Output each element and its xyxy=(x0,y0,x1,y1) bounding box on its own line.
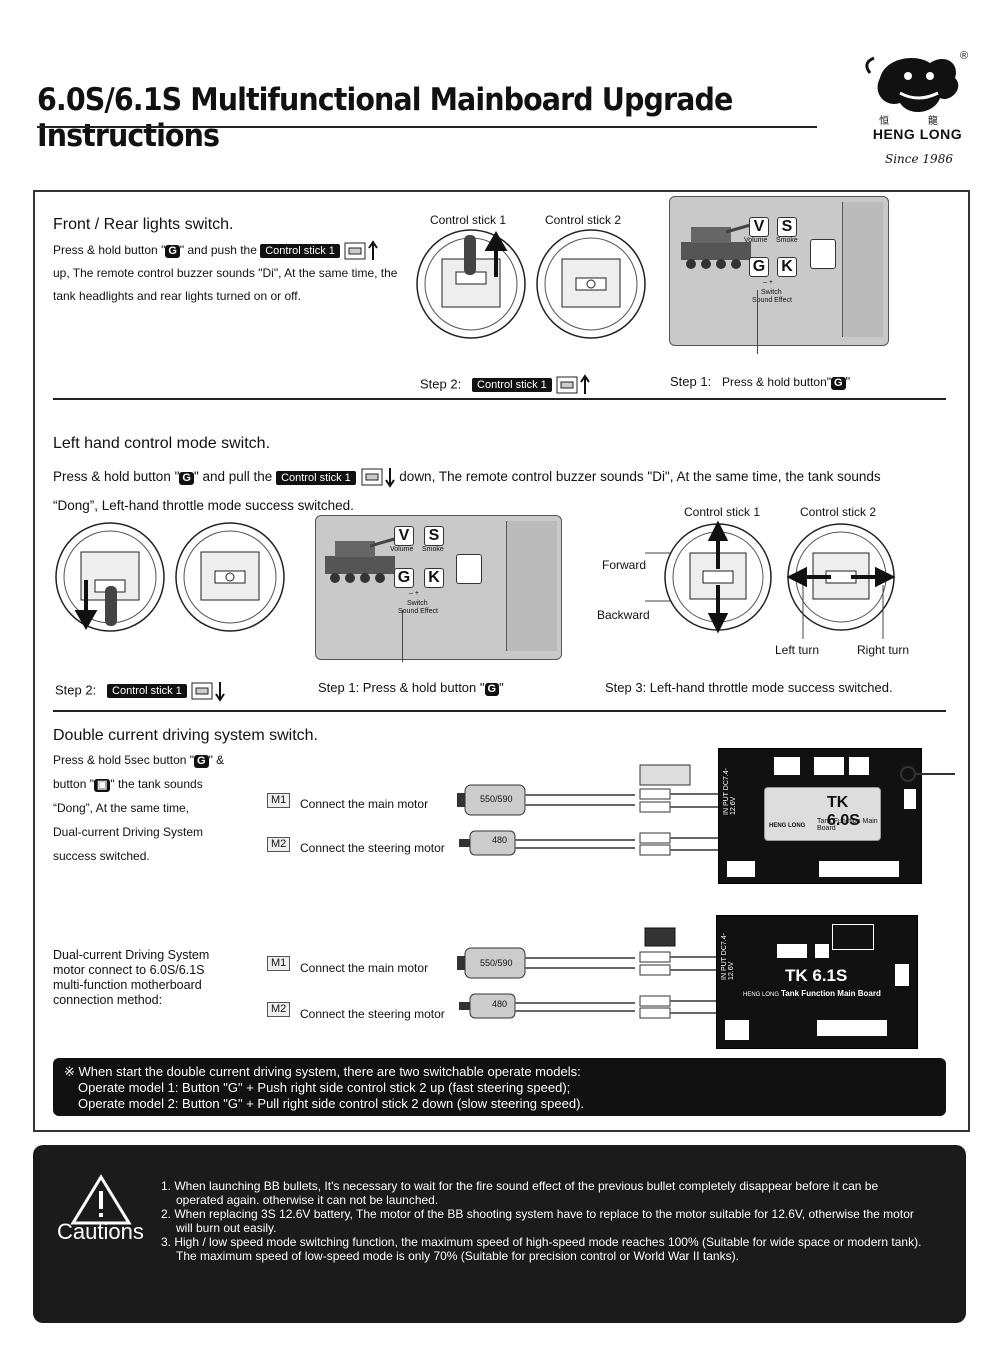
title-underline xyxy=(37,126,817,128)
s2-stick1-label: Control stick 1 xyxy=(684,505,761,519)
logo-since: Since 1986 xyxy=(885,152,953,166)
connect-main-2: Connect the main motor xyxy=(300,961,429,975)
g-key: G xyxy=(749,257,769,277)
s2-stick2-label: Control stick 2 xyxy=(800,505,877,519)
main-instructions-box xyxy=(33,190,970,1132)
s2-step1: Step 1: Press & hold button "G" xyxy=(318,680,504,696)
tk60s-board: IN PUT DC7.4-12.6V TK 6.0S Tank Function… xyxy=(718,748,922,884)
control-stick-pill: Control stick 1 xyxy=(260,244,340,258)
stick1-label: Control stick 1 xyxy=(430,213,507,227)
dragon-logo-icon xyxy=(865,56,959,113)
heng-long-logo: 恒 龍 HENG LONG Since 1986 ® xyxy=(860,48,975,173)
section3-heading: Double current driving system switch. xyxy=(53,727,318,744)
g-key-icon: G xyxy=(484,683,500,696)
m2-label-1: M2 xyxy=(267,834,291,852)
left-turn-label: Left turn xyxy=(775,643,820,657)
tank-icon xyxy=(325,536,399,583)
section2-dials-illustration xyxy=(55,522,285,632)
right-turn-label: Right turn xyxy=(857,643,910,657)
page-title: 6.0S/6.1S Multifunctional Mainboard Upgr… xyxy=(37,82,733,154)
stick2-label: Control stick 2 xyxy=(545,213,622,227)
k-key: K xyxy=(424,568,444,588)
section1-dials-illustration xyxy=(416,229,646,339)
section2-direction-dials xyxy=(645,520,896,639)
g-key: G xyxy=(394,568,414,588)
section1-text: Press & hold button "G" and push the Con… xyxy=(53,239,408,308)
motor-wiring-2 xyxy=(457,927,720,1019)
section2-text: Press & hold button "G" and pull the Con… xyxy=(53,462,953,520)
operate-models-note: ※ When start the double current driving … xyxy=(53,1058,946,1116)
stick-down-icon xyxy=(361,468,395,489)
s1-step1: Step 1: Press & hold button"G" xyxy=(670,374,851,390)
s1-step2: Step 2: Control stick 1 xyxy=(420,374,591,396)
tk61s-board: IN PUT DC7.4-12.6V TK 6.1S Tank Function… xyxy=(716,915,918,1049)
s-key: S xyxy=(777,217,797,237)
section-divider xyxy=(53,710,946,712)
section1-heading: Front / Rear lights switch. xyxy=(53,216,234,233)
m2-label-2: M2 xyxy=(267,999,291,1017)
m1-label-2: M1 xyxy=(267,953,291,971)
logo-brand: HENG LONG xyxy=(872,126,963,142)
g-key-icon: G xyxy=(831,377,846,390)
section3-desc: Dual-current Driving System motor connec… xyxy=(53,948,210,1007)
tk60s-title: TK 6.0S xyxy=(827,794,860,829)
control-stick-pill: Control stick 1 xyxy=(276,471,356,485)
cautions-box: Cautions 1. When launching BB bullets, I… xyxy=(33,1145,966,1323)
g-key-icon: G xyxy=(194,755,209,768)
registered-mark: ® xyxy=(960,50,969,62)
connect-steer-2: Connect the steering motor xyxy=(300,1007,445,1021)
cautions-list: 1. When launching BB bullets, It's neces… xyxy=(161,1179,922,1263)
lock-key-icon: ▣ xyxy=(93,779,111,792)
lock-key-icon xyxy=(810,239,836,269)
lock-key-icon xyxy=(456,554,482,584)
section3-text: Press & hold 5sec button "G" & button "▣… xyxy=(53,753,225,863)
connect-steer-1: Connect the steering motor xyxy=(300,841,445,855)
g-key-icon: G xyxy=(165,245,180,258)
forward-label: Forward xyxy=(602,558,647,572)
motor-550-label-2: 550/590 xyxy=(480,958,513,968)
warning-triangle-icon xyxy=(70,1174,132,1225)
v-key: V xyxy=(394,526,414,546)
section2-remote-panel: V S Volume Smoke G K – + Switch Sound Ef… xyxy=(315,515,562,660)
s2-step2: Step 2: Control stick 1 xyxy=(55,680,226,702)
g-key-icon: G xyxy=(179,472,194,485)
k-key: K xyxy=(777,257,797,277)
tank-icon xyxy=(681,222,755,269)
section1-remote-panel: V S Volume Smoke G K – + Switch Sound Ef… xyxy=(669,196,889,346)
section2-heading: Left hand control mode switch. xyxy=(53,435,271,452)
section-divider xyxy=(53,398,946,400)
cautions-label: Cautions xyxy=(57,1219,144,1244)
motor-wiring-1 xyxy=(457,764,720,856)
v-key: V xyxy=(749,217,769,237)
tk61s-title: TK 6.1S xyxy=(785,966,848,985)
motor-480-label-2: 480 xyxy=(492,999,508,1009)
stick-down-icon xyxy=(191,682,226,702)
stick-up-icon xyxy=(344,240,379,260)
antenna-wire xyxy=(900,766,955,782)
stick-up-icon xyxy=(556,374,591,394)
s2-step3: Step 3: Left-hand throttle mode success … xyxy=(605,680,893,695)
s-key: S xyxy=(424,526,444,546)
motor-480-label: 480 xyxy=(492,835,508,845)
logo-chinese: 恒 龍 xyxy=(879,116,956,127)
connect-main-1: Connect the main motor xyxy=(300,797,429,811)
motor-550-label: 550/590 xyxy=(480,794,513,804)
m1-label-1: M1 xyxy=(267,790,291,808)
backward-label: Backward xyxy=(597,608,650,622)
